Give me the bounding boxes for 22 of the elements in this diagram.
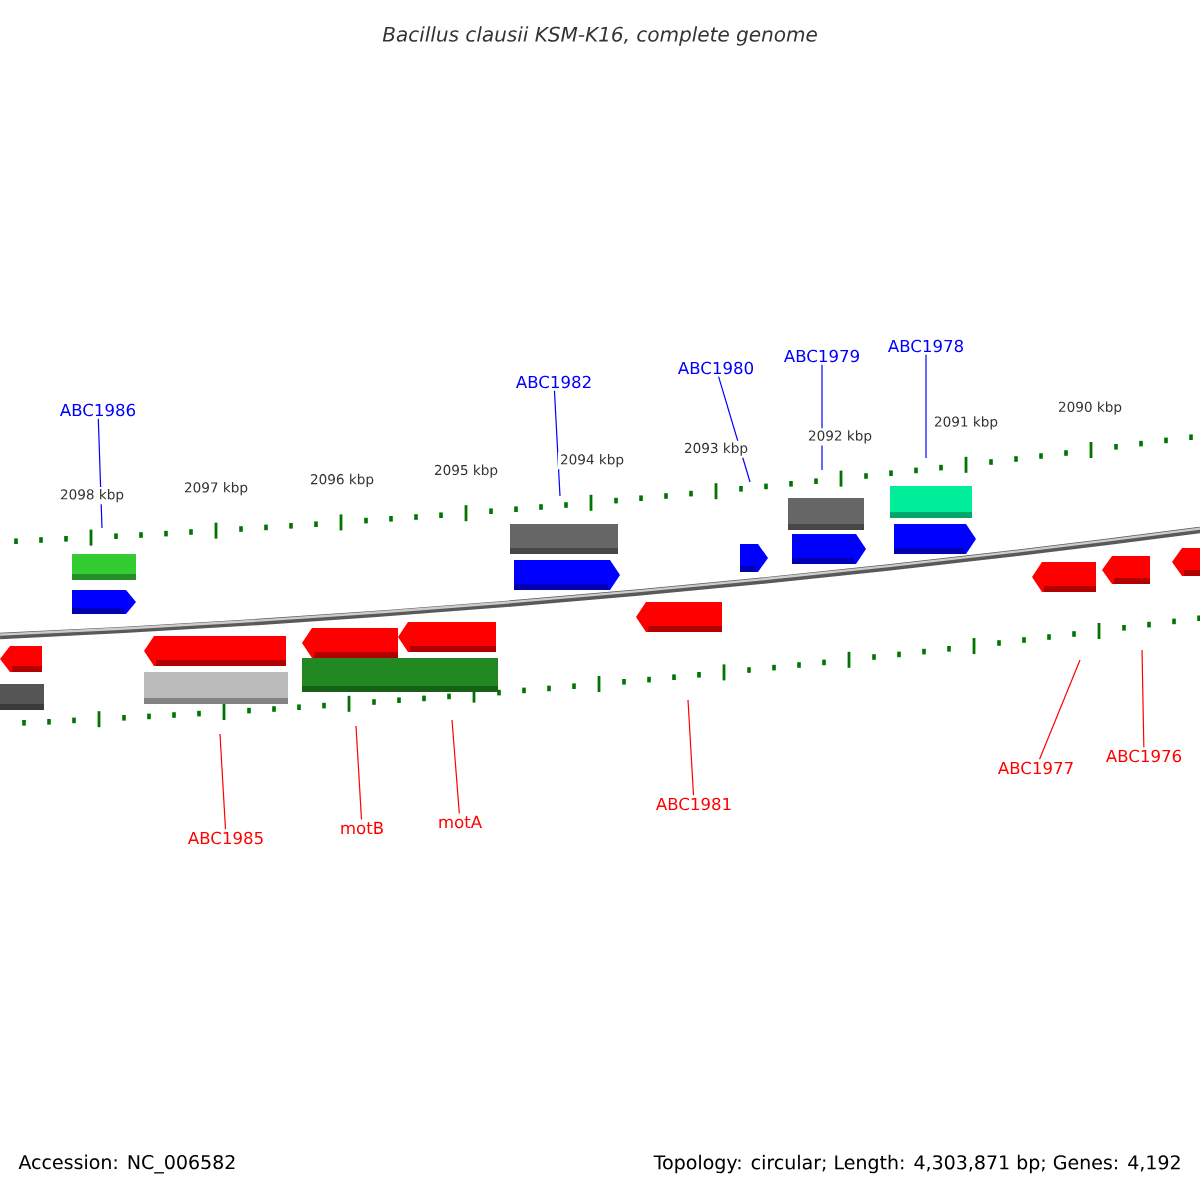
leader-line: [219, 733, 227, 830]
gene-label: motA: [439, 815, 482, 829]
gene-label: ABC1985: [188, 831, 263, 845]
title: Bacillus clausii KSM-K16, complete genome: [382, 26, 817, 46]
leader-line: [553, 390, 561, 497]
gene-label: ABC1977: [998, 761, 1073, 775]
gene-label: ABC1979: [784, 349, 859, 363]
leader-line: [687, 699, 695, 796]
leader-line: [1038, 659, 1081, 760]
gene-label: ABC1980: [678, 361, 753, 375]
gene-label: ABC1978: [888, 339, 963, 353]
leader-line: [355, 725, 363, 821]
leader-line: [925, 354, 927, 459]
accession-text: Accession: NC_006582: [18, 1154, 235, 1174]
gene-label: ABC1986: [60, 403, 136, 417]
gene-label: motB: [341, 821, 383, 835]
gene-label: ABC1976: [1106, 749, 1182, 763]
gene-label: ABC1982: [516, 375, 591, 389]
leader-line: [1141, 649, 1145, 748]
gene-label: ABC1981: [656, 797, 731, 811]
leader-line: [451, 719, 460, 815]
genome-info-text: Topology: circular; Length: 4,303,871 bp; Genes: 4,192: [653, 1154, 1180, 1174]
